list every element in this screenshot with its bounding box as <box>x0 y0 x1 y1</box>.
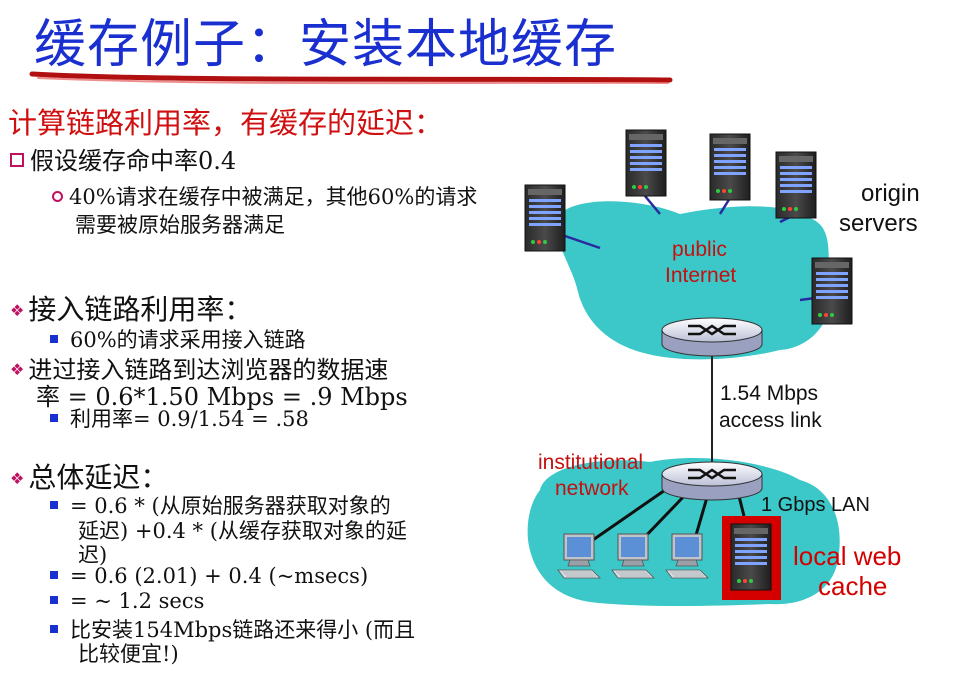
cache-server-icon <box>730 523 772 591</box>
cache-label-2: cache <box>818 571 888 601</box>
router-icon <box>661 461 763 501</box>
diamond-bullet-icon: ❖ <box>10 469 25 488</box>
assumption-detail-1: 40%请求在缓存中被满足，其他60%的请求 <box>52 181 477 211</box>
delay-item-4-text: 比安装154Mbps链路还来得小 (而且 <box>70 618 416 642</box>
rate-line-1-text: 进过接入链路到达浏览器的数据速 <box>28 356 389 384</box>
rate-line-2: 率 = 0.6*1.50 Mbps = .9 Mbps <box>36 383 408 411</box>
institutional-label-2: network <box>555 477 629 500</box>
square-bullet-icon <box>50 596 58 604</box>
assumption-item: 假设缓存命中率0.4 <box>10 141 236 176</box>
square-bullet-icon <box>10 153 24 167</box>
delay-item-1-line-2: 延迟) +0.4 * (从缓存获取对象的延 <box>78 519 407 543</box>
institutional-label-1: institutional <box>538 451 644 474</box>
square-bullet-icon <box>50 625 58 633</box>
access-util-heading-text: 接入链路利用率： <box>28 293 253 326</box>
square-bullet-icon <box>50 414 58 422</box>
rate-item: 利用率= 0.9/1.54 = .58 <box>50 403 309 433</box>
public-internet-cloud <box>556 201 831 360</box>
delay-item-2: = 0.6 (2.01) + 0.4 (~msecs) <box>50 564 368 588</box>
rate-item-text: 利用率= 0.9/1.54 = .58 <box>70 407 309 431</box>
page-title: 缓存例子：安装本地缓存 <box>34 15 618 75</box>
origin-server-icon <box>524 184 566 252</box>
delay-item-4: 比安装154Mbps链路还来得小 (而且 <box>50 614 415 644</box>
access-util-item-text: 60%的请求采用接入链路 <box>70 328 306 352</box>
diamond-bullet-icon: ❖ <box>10 360 25 379</box>
lan-label: 1 Gbps LAN <box>761 494 870 516</box>
square-bullet-icon <box>50 501 58 509</box>
delay-item-1-text: = 0.6 * (从原始服务器获取对象的 <box>70 494 391 518</box>
origin-server-icon <box>625 129 667 197</box>
delay-heading: ❖总体延迟： <box>10 456 168 496</box>
origin-servers-label-2: servers <box>839 210 918 237</box>
access-util-item: 60%的请求采用接入链路 <box>50 324 306 354</box>
assumption-text: 假设缓存命中率0.4 <box>30 147 237 175</box>
cache-label-1: local web <box>793 541 902 571</box>
diamond-bullet-icon: ❖ <box>10 301 25 320</box>
rate-line-1: ❖进过接入链路到达浏览器的数据速 <box>10 350 388 385</box>
router-icon <box>661 317 763 357</box>
delay-item-4-line-2: 比较便宜!) <box>78 642 179 666</box>
origin-servers-label-1: origin <box>861 180 920 207</box>
public-internet-label-1: public <box>672 238 727 261</box>
delay-item-3-text: = ~ 1.2 secs <box>70 589 205 613</box>
access-util-heading: ❖接入链路利用率： <box>10 288 252 328</box>
delay-item-1: = 0.6 * (从原始服务器获取对象的 <box>50 490 391 520</box>
pc-icon <box>665 533 709 579</box>
subtitle: 计算链路利用率，有缓存的延迟： <box>8 106 444 140</box>
assumption-detail-2: 需要被原始服务器满足 <box>75 213 285 237</box>
assumption-detail-text-1: 40%请求在缓存中被满足，其他60%的请求 <box>69 185 478 209</box>
square-bullet-icon <box>50 571 58 579</box>
pc-icon <box>611 533 655 579</box>
delay-item-3: = ~ 1.2 secs <box>50 589 204 613</box>
origin-server-icon <box>709 133 751 201</box>
delay-item-1-line-3: 迟) <box>78 543 108 567</box>
square-bullet-icon <box>50 335 58 343</box>
origin-server-icon <box>811 257 853 325</box>
origin-server-icon <box>775 151 817 219</box>
title-underline <box>29 71 673 85</box>
access-link-label-2: access link <box>719 409 822 432</box>
access-link-label-1: 1.54 Mbps <box>720 382 819 405</box>
delay-heading-text: 总体延迟： <box>28 461 169 494</box>
circle-bullet-icon <box>52 191 63 202</box>
public-internet-label-2: Internet <box>665 264 737 287</box>
delay-item-2-text: = 0.6 (2.01) + 0.4 (~msecs) <box>70 564 369 588</box>
pc-icon <box>557 533 601 579</box>
